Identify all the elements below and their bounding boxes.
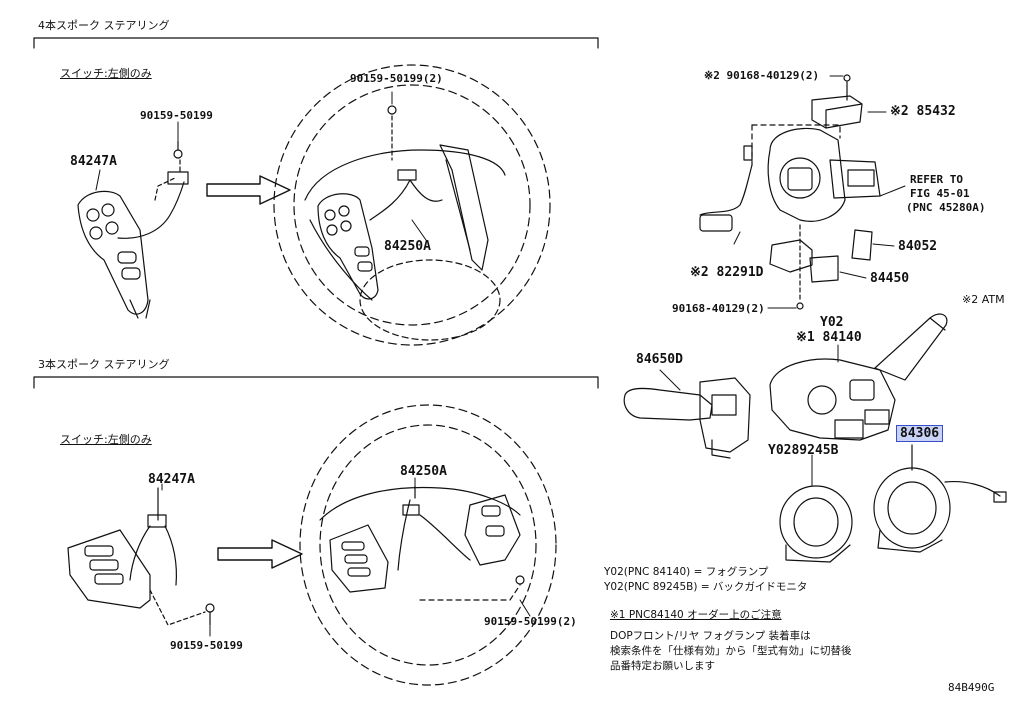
atm-note: ※2 ATM bbox=[962, 293, 1005, 306]
part-label-90159-50199-2-top[interactable]: 90159-50199(2) bbox=[350, 72, 443, 85]
leader-lines bbox=[95, 75, 906, 637]
part-label-90159-50199-2-bottom[interactable]: 90159-50199(2) bbox=[484, 615, 577, 628]
stalk-84650D bbox=[623, 377, 751, 459]
part-label-84450[interactable]: 84450 bbox=[870, 271, 910, 286]
caution-line-3: 品番特定お願いします bbox=[610, 660, 715, 672]
y02-label: Y02 bbox=[820, 315, 844, 330]
harness-bottom-left bbox=[129, 487, 215, 626]
note-y02-84140: Y02(PNC 84140) = フォグランプ bbox=[604, 566, 769, 578]
combination-switch-84140 bbox=[769, 313, 948, 441]
section-note-three-spoke: スイッチ:左側のみ bbox=[60, 433, 152, 446]
part-label-84140[interactable]: ※1 84140 bbox=[796, 330, 862, 345]
part-label-90159-50199-top[interactable]: 90159-50199 bbox=[140, 109, 213, 122]
caution-line-2: 検索条件を「仕様有効」から「型式有効」に切替後 bbox=[610, 645, 852, 657]
part-label-84650D[interactable]: 84650D bbox=[636, 352, 683, 367]
section-bracket-three-spoke bbox=[33, 376, 599, 389]
arrow-top bbox=[206, 175, 291, 205]
spiral-cable-89245B bbox=[779, 485, 853, 563]
switch-84247A-bottom bbox=[67, 529, 151, 609]
diagram-code: 84B490G bbox=[948, 681, 995, 694]
switch-84247A-top bbox=[77, 190, 151, 319]
clock-spring-84306 bbox=[873, 444, 1007, 553]
harness-top-left bbox=[117, 159, 189, 239]
part-label-84247A-bottom[interactable]: 84247A bbox=[148, 472, 195, 487]
part-label-84250A-top[interactable]: 84250A bbox=[384, 239, 431, 254]
part-label-89245B[interactable]: Y0289245B bbox=[768, 443, 839, 458]
part-label-90168-40129-2-bottom[interactable]: 90168-40129(2) bbox=[672, 302, 765, 315]
refer-to-label: REFER TO bbox=[910, 173, 963, 186]
screw-90159-50199-top bbox=[173, 140, 183, 159]
steering-wheel-top bbox=[273, 64, 551, 346]
caution-title: ※1 PNC84140 オーダー上のご注意 bbox=[610, 609, 782, 621]
steering-wheel-bottom bbox=[299, 404, 557, 686]
part-label-84247A-top[interactable]: 84247A bbox=[70, 154, 117, 169]
part-label-90159-50199-bottom[interactable]: 90159-50199 bbox=[170, 639, 243, 652]
part-label-84306-highlighted[interactable]: 84306 bbox=[896, 425, 944, 442]
note-y02-89245B: Y02(PNC 89245B) = バックガイドモニタ bbox=[604, 581, 808, 593]
part-label-85432[interactable]: ※2 85432 bbox=[890, 104, 956, 119]
part-label-82291D[interactable]: ※2 82291D bbox=[690, 265, 764, 280]
part-label-84052[interactable]: 84052 bbox=[898, 239, 938, 254]
arrow-bottom bbox=[217, 539, 303, 569]
caution-line-1: DOPフロント/リヤ フォグランプ 装着車は bbox=[610, 630, 811, 642]
part-label-84250A-bottom[interactable]: 84250A bbox=[400, 464, 447, 479]
refer-fig-link[interactable]: FIG 45-01 bbox=[910, 187, 970, 200]
section-title-three-spoke: 3本スポーク ステアリング bbox=[38, 358, 170, 371]
refer-pnc-label: (PNC 45280A) bbox=[906, 201, 986, 214]
section-note-four-spoke: スイッチ:左側のみ bbox=[60, 67, 152, 80]
section-bracket-four-spoke bbox=[33, 37, 599, 49]
section-title-four-spoke: 4本スポーク ステアリング bbox=[38, 19, 170, 32]
part-label-90168-40129-2-top[interactable]: ※2 90168-40129(2) bbox=[704, 69, 820, 82]
